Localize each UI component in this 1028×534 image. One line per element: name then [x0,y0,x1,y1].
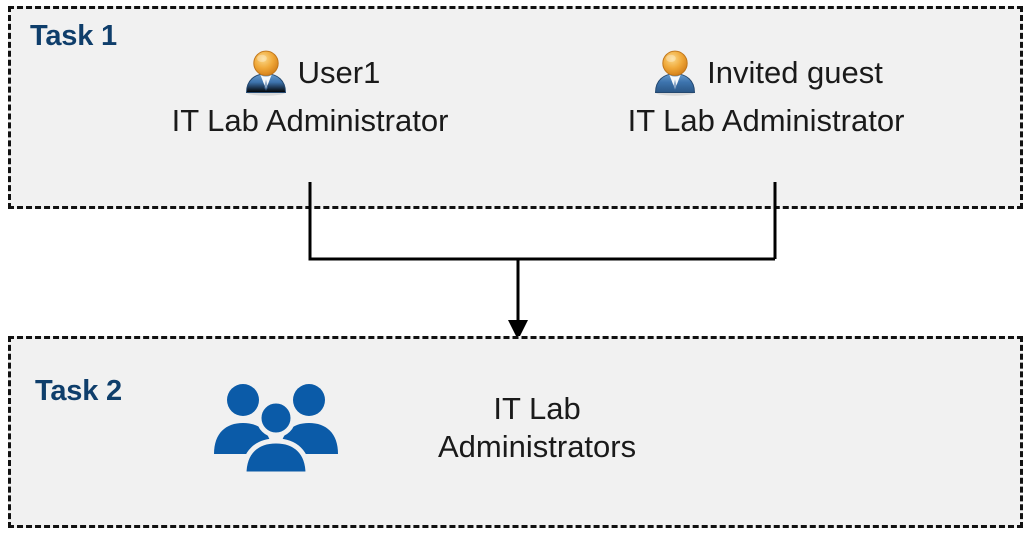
entity-user1-name: User1 [297,54,381,90]
entity-invited-guest-row: Invited guest [566,47,966,99]
group-name-label: IT Lab Administrators [438,391,637,464]
entity-invited-guest-name: Invited guest [707,54,883,90]
task-2-container [8,336,1023,528]
person-guest-icon [655,50,696,96]
entity-user1-row: User1 [130,47,490,99]
task-2-label: Task 2 [35,375,122,407]
entity-invited-guest-role: IT Lab Administrator [627,103,905,138]
entity-invited-guest: Invited guest IT Lab Administrator [566,47,966,139]
task-1-label: Task 1 [30,20,117,52]
group-block: IT Lab Administrators [206,378,906,478]
entity-user1-role: IT Lab Administrator [171,103,449,138]
people-group-icon [214,384,338,477]
entity-user1: User1 IT Lab Administrator [130,47,490,139]
task-1-container [8,6,1023,209]
person-user-icon [245,50,286,96]
